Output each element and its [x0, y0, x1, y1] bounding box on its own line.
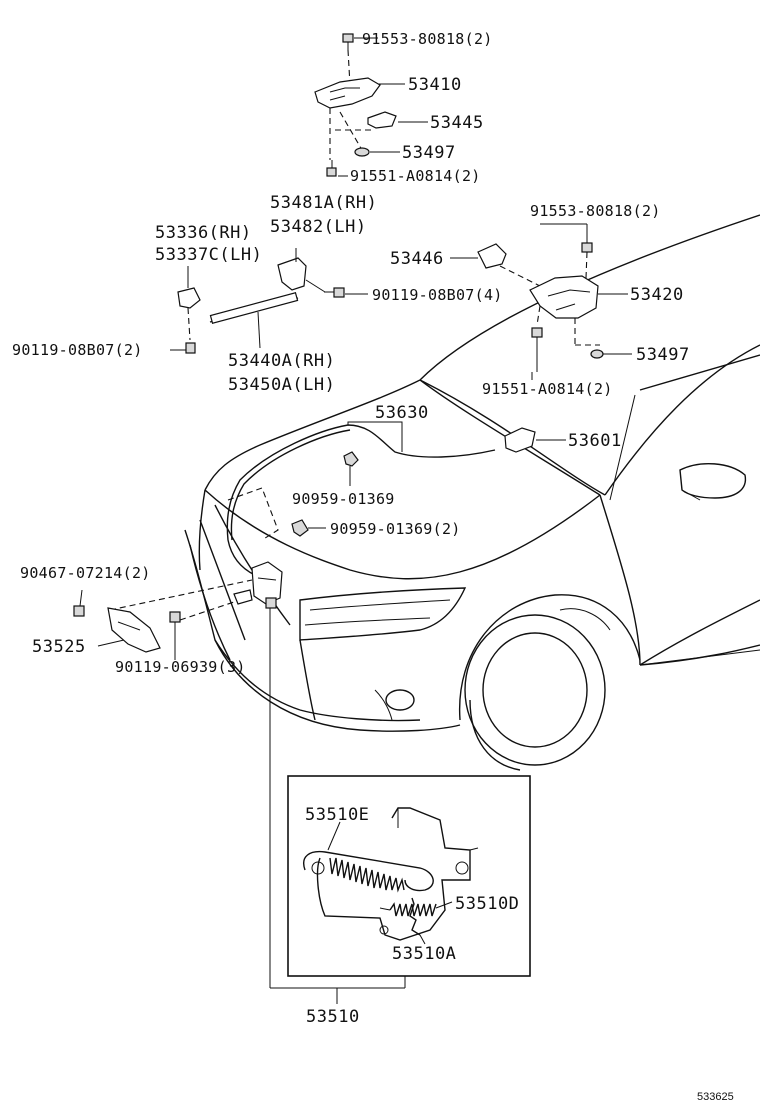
release-cable-group	[226, 421, 566, 579]
label-53497-top: 53497	[402, 143, 456, 163]
hinge-53410-group	[314, 33, 428, 177]
bracket-53336-icon	[177, 287, 201, 309]
bolt-91551-right-icon	[531, 327, 543, 372]
bolt-90467-icon	[73, 605, 85, 617]
washer-53497-top-icon	[354, 147, 370, 157]
label-90119-08B07-2: 90119-08B07(2)	[12, 341, 143, 359]
washer-53497-right-icon	[590, 349, 604, 359]
label-91551-top: 91551-A0814(2)	[350, 167, 481, 185]
bolt-90119-left-icon	[185, 342, 196, 354]
label-91553-top: 91553-80818(2)	[362, 30, 493, 48]
label-90959-double: 90959-01369(2)	[330, 520, 461, 538]
bracket-53525-icon	[107, 607, 161, 653]
label-53601: 53601	[568, 431, 622, 451]
label-53336: 53336(RH)	[155, 223, 252, 243]
bolt-90119-rod-icon	[324, 287, 345, 298]
hinge-53420-icon	[529, 275, 599, 319]
label-53445: 53445	[430, 113, 484, 133]
label-90119-06939: 90119-06939(3)	[115, 658, 246, 676]
spring-53510E-icon	[303, 850, 434, 893]
hinge-53410-icon	[314, 77, 381, 109]
bolt-90119-06939-icon	[169, 611, 181, 623]
latch-group	[73, 561, 406, 1004]
label-90119-08B07-4: 90119-08B07(4)	[372, 286, 503, 304]
spring-53510D-icon	[379, 902, 437, 917]
label-53510E: 53510E	[305, 805, 369, 825]
label-90467: 90467-07214(2)	[20, 564, 151, 582]
hinge-53420-group	[456, 224, 632, 372]
part-labels: 91553-80818(2) 53410 53445 53497 91551-A…	[12, 30, 734, 1103]
label-91551-right: 91551-A0814(2)	[482, 380, 613, 398]
label-53420: 53420	[630, 285, 684, 305]
detail-box	[287, 775, 531, 977]
leader-lines	[450, 223, 587, 380]
label-53450A: 53450A(LH)	[228, 375, 335, 395]
gas-strut-icon	[209, 292, 299, 324]
label-53510A: 53510A	[392, 944, 456, 964]
handle-53601-icon	[504, 427, 536, 453]
label-53482: 53482(LH)	[270, 217, 367, 237]
clip-90959-single-icon	[343, 451, 359, 467]
label-53510D: 53510D	[455, 894, 519, 914]
label-53510: 53510	[306, 1007, 360, 1027]
clip-90959-double-icon	[291, 519, 309, 537]
label-90959-single: 90959-01369	[292, 490, 395, 508]
latch-striker-icon	[233, 589, 253, 605]
bracket-53446-icon	[477, 243, 507, 269]
car-body-outline	[184, 214, 760, 771]
label-53630: 53630	[375, 403, 429, 423]
latch-53510-icon	[251, 561, 283, 605]
label-53337C: 53337C(LH)	[155, 245, 262, 265]
label-53410: 53410	[408, 75, 462, 95]
label-53525: 53525	[32, 637, 86, 657]
bolt-91551-top-icon	[326, 160, 337, 177]
bolt-91553-top-icon	[342, 33, 354, 50]
label-53497-right: 53497	[636, 345, 690, 365]
label-91553-right: 91553-80818(2)	[530, 202, 661, 220]
diagram-id: 533625	[697, 1091, 734, 1103]
bracket-53445-icon	[367, 111, 397, 129]
bracket-53481-icon	[277, 257, 307, 291]
label-53481A: 53481A(RH)	[270, 193, 377, 213]
label-53440A: 53440A(RH)	[228, 351, 335, 371]
label-53446: 53446	[390, 249, 444, 269]
support-rod-group	[170, 248, 368, 354]
bolt-91553-right-icon	[581, 224, 593, 253]
